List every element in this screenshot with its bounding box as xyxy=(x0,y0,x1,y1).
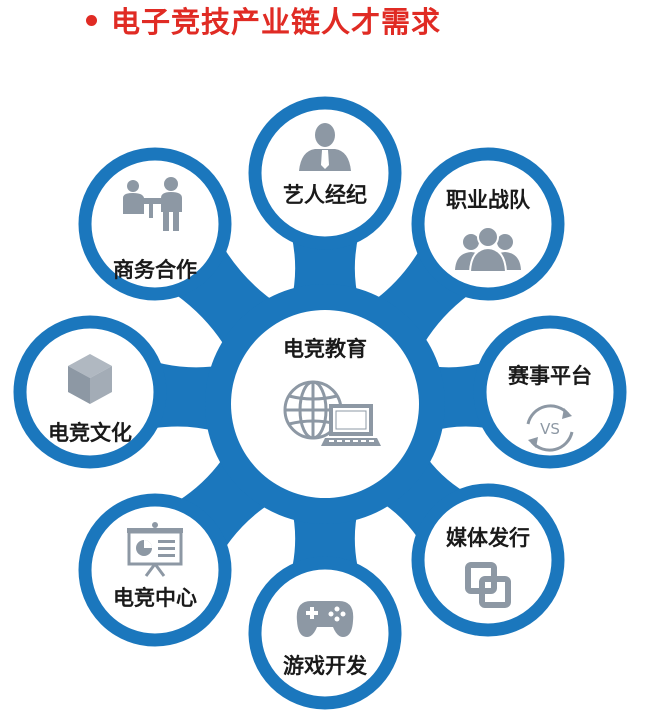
node-ring-artist-agent xyxy=(248,96,402,250)
presentation-board-icon xyxy=(127,522,183,577)
title-bullet xyxy=(86,14,97,26)
node-label-pro-team: 职业战队 xyxy=(446,188,531,212)
node-ring-business-coop xyxy=(78,147,232,301)
header: 电子竞技产业链人才需求 xyxy=(86,2,442,39)
center-label: 电竞教育 xyxy=(283,337,367,361)
node-esports-culture: 电竞文化 xyxy=(48,354,132,445)
node-media-publish: 媒体发行 xyxy=(446,526,530,608)
node-event-platform: 赛事平台 VS xyxy=(507,364,592,452)
cube-icon xyxy=(68,354,112,404)
node-esports-center: 电竞中心 xyxy=(113,522,197,610)
node-ring-esports-center xyxy=(78,493,232,647)
node-label-artist-agent: 艺人经纪 xyxy=(283,183,367,207)
node-label-media-publish: 媒体发行 xyxy=(446,526,530,550)
node-label-esports-center: 电竞中心 xyxy=(113,586,197,610)
globe-laptop-icon xyxy=(283,380,381,446)
meeting-people-icon xyxy=(123,177,182,231)
svg-text:VS: VS xyxy=(540,420,560,438)
node-ring-media-publish xyxy=(411,483,565,637)
node-artist-agent: 艺人经纪 xyxy=(283,123,367,207)
node-pro-team: 职业战队 xyxy=(446,188,531,273)
node-game-dev: 游戏开发 xyxy=(283,601,368,678)
node-ring-pro-team xyxy=(411,147,565,301)
node-label-esports-culture: 电竞文化 xyxy=(48,421,132,445)
node-ring-game-dev xyxy=(248,556,402,710)
node-label-event-platform: 赛事平台 xyxy=(507,364,592,388)
node-label-game-dev: 游戏开发 xyxy=(283,654,368,678)
vs-cycle-icon: VS xyxy=(526,404,574,452)
node-business-coop: 商务合作 xyxy=(113,177,197,282)
page-title: 电子竞技产业链人才需求 xyxy=(111,5,442,39)
team-people-icon xyxy=(455,226,521,273)
person-tie-icon xyxy=(299,123,351,171)
node-label-business-coop: 商务合作 xyxy=(113,258,197,282)
gamepad-icon xyxy=(296,601,354,637)
ring-layer xyxy=(13,96,627,710)
linked-squares-icon xyxy=(465,562,511,608)
node-ring-event-platform xyxy=(473,315,627,469)
